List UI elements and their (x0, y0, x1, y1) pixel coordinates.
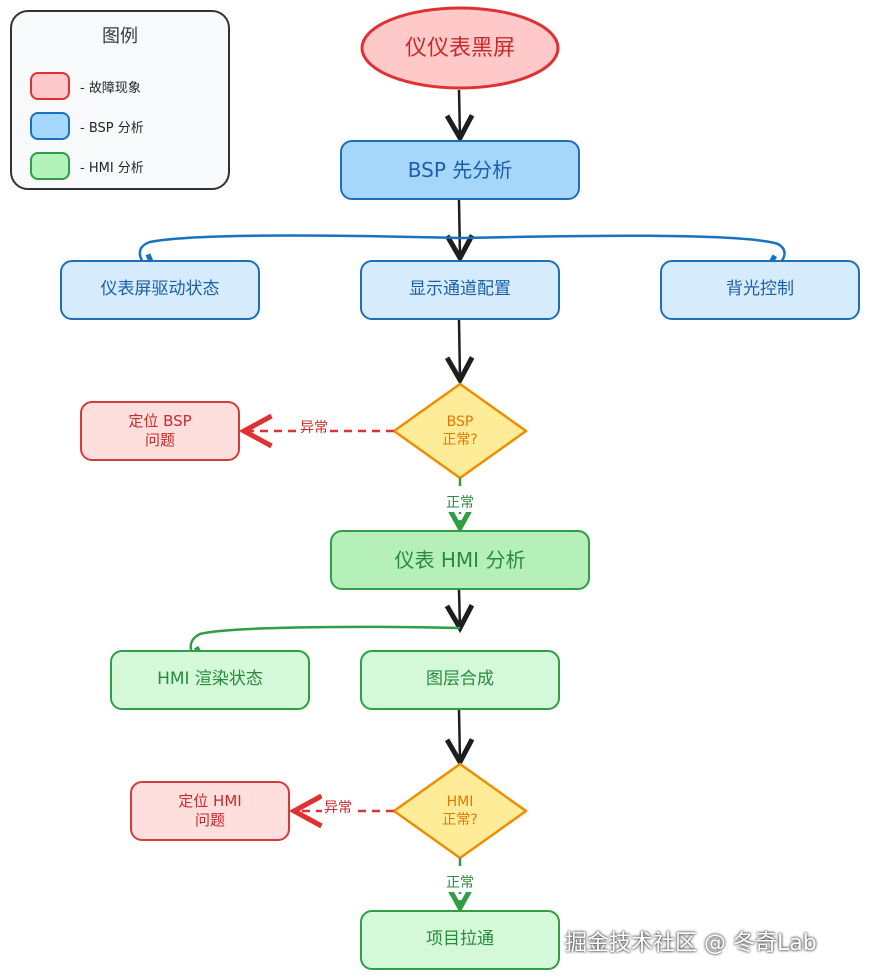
backlight-node: 背光控制 (660, 260, 860, 320)
bsp-analysis-label: BSP 先分析 (407, 157, 513, 182)
legend-item-fault: - 故障现象 (30, 71, 141, 101)
legend-label-fault: - 故障现象 (80, 80, 141, 96)
legend-title: 图例 (102, 26, 138, 47)
legend-swatch-fault (30, 72, 70, 100)
locate-bsp-line2: 问题 (144, 431, 175, 449)
legend-item-hmi: - HMI 分析 (30, 151, 144, 181)
edge-layer-to-decision (459, 709, 460, 762)
edge-bsp-to-driver (140, 234, 461, 279)
bsp-abnormal-label: 异常 (298, 417, 330, 437)
backlight-label: 背光控制 (726, 279, 794, 300)
legend-swatch-bsp (30, 112, 70, 140)
locate-hmi-line2: 问题 (194, 811, 225, 829)
start-node-shape (360, 6, 560, 90)
legend-swatch-hmi (30, 152, 70, 180)
driver-state-node: 仪表屏驱动状态 (60, 260, 260, 320)
locate-bsp-node: 定位 BSP 问题 (80, 401, 240, 461)
hmi-abnormal-label: 异常 (322, 797, 354, 817)
edge-hmi-to-layer (459, 589, 460, 628)
display-channel-node: 显示通道配置 (360, 260, 560, 320)
bsp-decision-line2: 正常? (442, 432, 478, 449)
bsp-normal-label: 正常 (444, 492, 476, 512)
hmi-render-node: HMI 渲染状态 (110, 650, 310, 710)
hmi-analysis-label: 仪表 HMI 分析 (394, 547, 526, 572)
watermark-text: 掘金技术社区 @ 冬奇Lab (565, 931, 817, 956)
display-channel-label: 显示通道配置 (409, 279, 511, 300)
hmi-analysis-node: 仪表 HMI 分析 (330, 530, 590, 590)
locate-hmi-node: 定位 HMI 问题 (130, 781, 290, 841)
legend-item-bsp: - BSP 分析 (30, 111, 144, 141)
hmi-decision-line2: 正常? (442, 812, 478, 829)
hmi-normal-label: 正常 (444, 872, 476, 892)
layer-compose-label: 图层合成 (426, 669, 494, 690)
edge-display-to-decision (459, 319, 460, 380)
edge-bsp-to-backlight (459, 234, 785, 278)
bsp-analysis-node: BSP 先分析 (340, 140, 580, 200)
edge-start-to-bsp (459, 89, 460, 138)
integration-label: 项目拉通 (426, 929, 494, 950)
legend-label-bsp: - BSP 分析 (80, 120, 144, 136)
hmi-decision-node: HMI 正常? (420, 793, 500, 829)
start-node: 仪仪表黑屏 (362, 10, 558, 88)
layer-compose-node: 图层合成 (360, 650, 560, 710)
start-node-label: 仪仪表黑屏 (404, 36, 515, 62)
edge-bsp-to-display (459, 199, 460, 258)
driver-state-label: 仪表屏驱动状态 (100, 279, 220, 300)
bsp-decision-node: BSP 正常? (420, 413, 500, 449)
integration-node: 项目拉通 (360, 910, 560, 970)
legend-panel: 图例 - 故障现象 - BSP 分析 - HMI 分析 (10, 10, 230, 190)
hmi-render-label: HMI 渲染状态 (157, 669, 263, 690)
locate-hmi-line1: 定位 HMI (178, 792, 242, 811)
hmi-decision-line1: HMI (446, 794, 474, 810)
legend-label-hmi: - HMI 分析 (80, 160, 144, 176)
bsp-decision-line1: BSP (446, 414, 474, 430)
locate-bsp-line1: 定位 BSP (128, 412, 192, 431)
